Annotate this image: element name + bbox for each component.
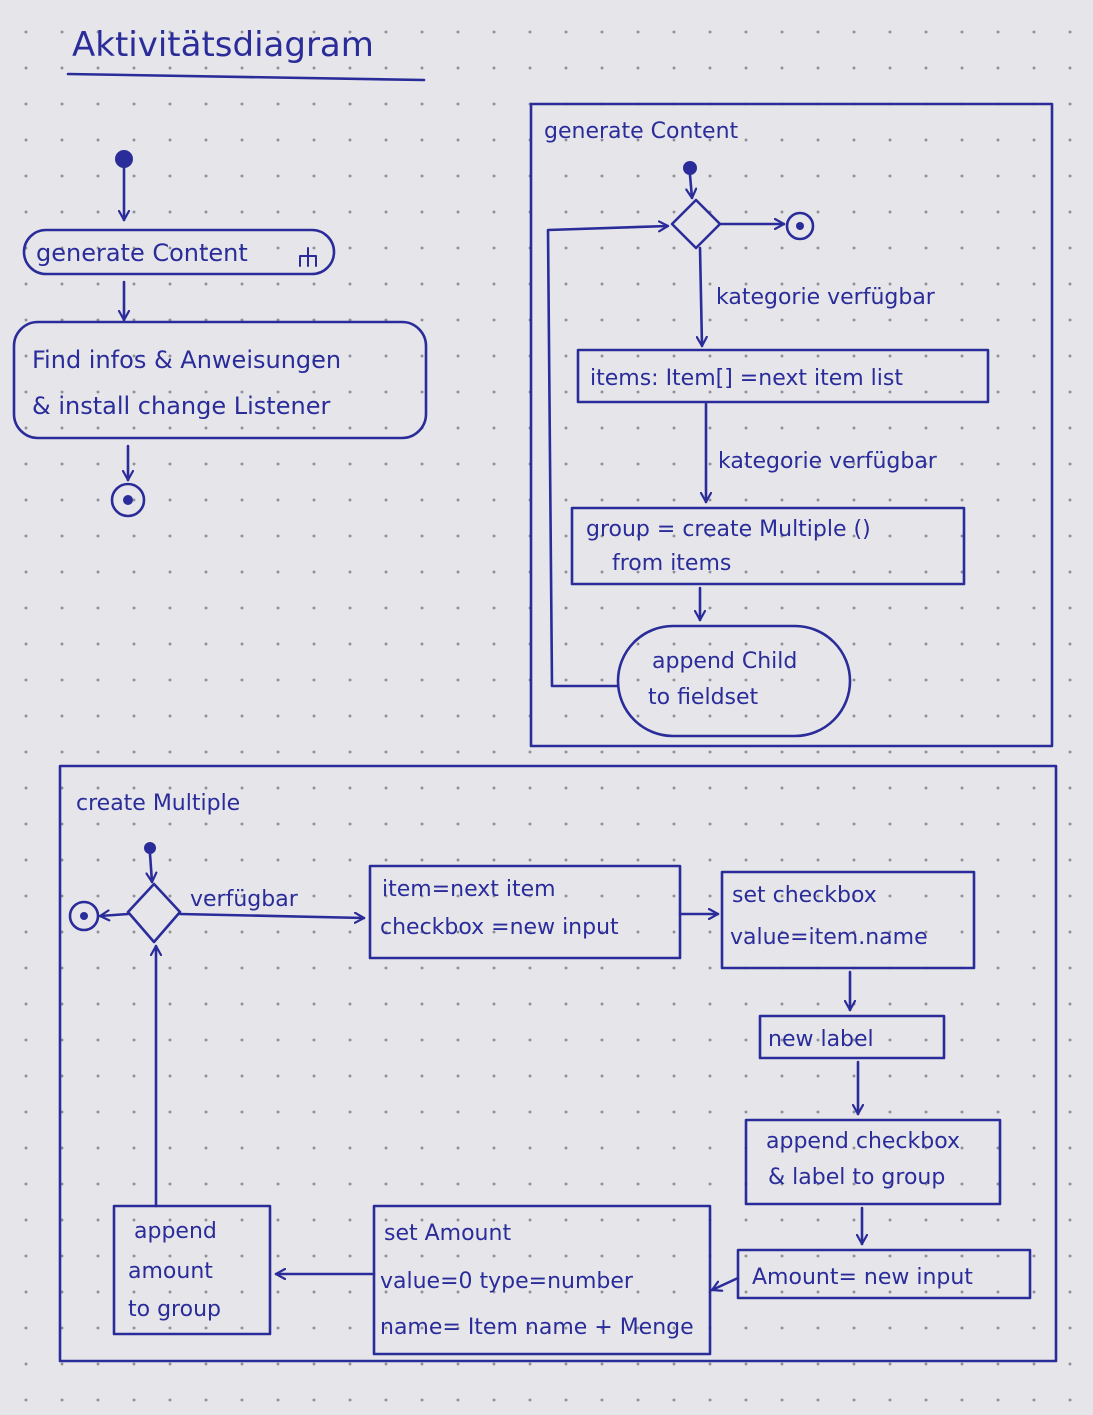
action-append-child <box>616 624 852 738</box>
left-flow: generate Content Find infos & Anweisunge… <box>12 150 428 518</box>
initial-node <box>683 161 697 175</box>
decision-node <box>670 198 722 250</box>
guard-label: kategorie verfügbar <box>718 449 938 474</box>
action-append-amount-line1: append <box>134 1219 217 1244</box>
decision-node <box>126 882 182 944</box>
diagram-title: Aktivitätsdiagram <box>72 25 374 65</box>
action-append-amount-line2: amount <box>128 1259 213 1284</box>
flow-arrow <box>178 914 366 918</box>
frame-title: generate Content <box>544 119 739 144</box>
flow-arrow <box>690 173 692 200</box>
action-items-list-label: items: Item[] =next item list <box>590 366 903 391</box>
action-append-amount-line3: to group <box>128 1297 221 1322</box>
action-find-infos-line2: & install change Listener <box>32 392 330 420</box>
action-append-checkbox <box>744 1118 1002 1206</box>
action-find-infos <box>12 320 428 440</box>
frame-border <box>529 102 1054 748</box>
action-new-label-text: new label <box>768 1027 874 1052</box>
action-append-child-line2: to fieldset <box>648 685 759 710</box>
final-node <box>785 211 815 241</box>
flow-arrow <box>700 246 702 348</box>
frame-border <box>58 764 1058 1363</box>
call-action-generate-content <box>22 228 336 276</box>
action-append-child-line1: append Child <box>652 649 797 674</box>
action-create-multiple <box>570 506 966 586</box>
action-append-checkbox-line2: & label to group <box>768 1165 945 1190</box>
action-set-checkbox-line1: set checkbox <box>732 883 877 908</box>
frame-title: create Multiple <box>76 791 240 816</box>
action-set-amount-line2: value=0 type=number <box>380 1269 634 1294</box>
guard-label: kategorie verfügbar <box>716 285 936 310</box>
action-set-checkbox <box>720 870 976 970</box>
action-create-multiple-line2: from items <box>612 551 731 576</box>
final-node <box>110 482 146 518</box>
action-next-item <box>368 864 682 960</box>
create-multiple-frame: create Multiple verfügbar item=next item… <box>58 764 1058 1363</box>
call-action-label: generate Content <box>36 239 248 267</box>
initial-node <box>115 150 133 168</box>
action-set-amount <box>372 1204 712 1356</box>
action-set-checkbox-line2: value=item.name <box>730 925 928 950</box>
flow-arrow <box>710 1276 740 1290</box>
action-create-multiple-line1: group = create Multiple () <box>586 517 871 542</box>
flow-arrow <box>150 852 152 884</box>
action-items-list <box>576 348 990 404</box>
action-append-checkbox-line1: append checkbox <box>766 1129 960 1154</box>
action-find-infos-line1: Find infos & Anweisungen <box>32 346 341 374</box>
flow-arrow <box>98 914 130 916</box>
rake-icon <box>299 247 317 267</box>
action-set-amount-line3: name= Item name + Menge <box>380 1315 694 1340</box>
action-new-label <box>758 1014 946 1060</box>
initial-node <box>144 842 156 854</box>
action-next-item-line1: item=next item <box>382 877 556 902</box>
action-amount-input <box>736 1248 1032 1300</box>
action-append-amount <box>112 1204 272 1336</box>
action-set-amount-line1: set Amount <box>384 1221 511 1246</box>
final-node <box>68 900 100 932</box>
guard-label: verfügbar <box>190 887 299 912</box>
action-next-item-line2: checkbox =new input <box>380 915 619 940</box>
generate-content-frame: generate Content kategorie verfügbar ite… <box>529 102 1054 748</box>
action-amount-input-label: Amount= new input <box>752 1265 973 1290</box>
loop-back-arrow <box>546 226 670 688</box>
title-underline <box>66 72 426 82</box>
